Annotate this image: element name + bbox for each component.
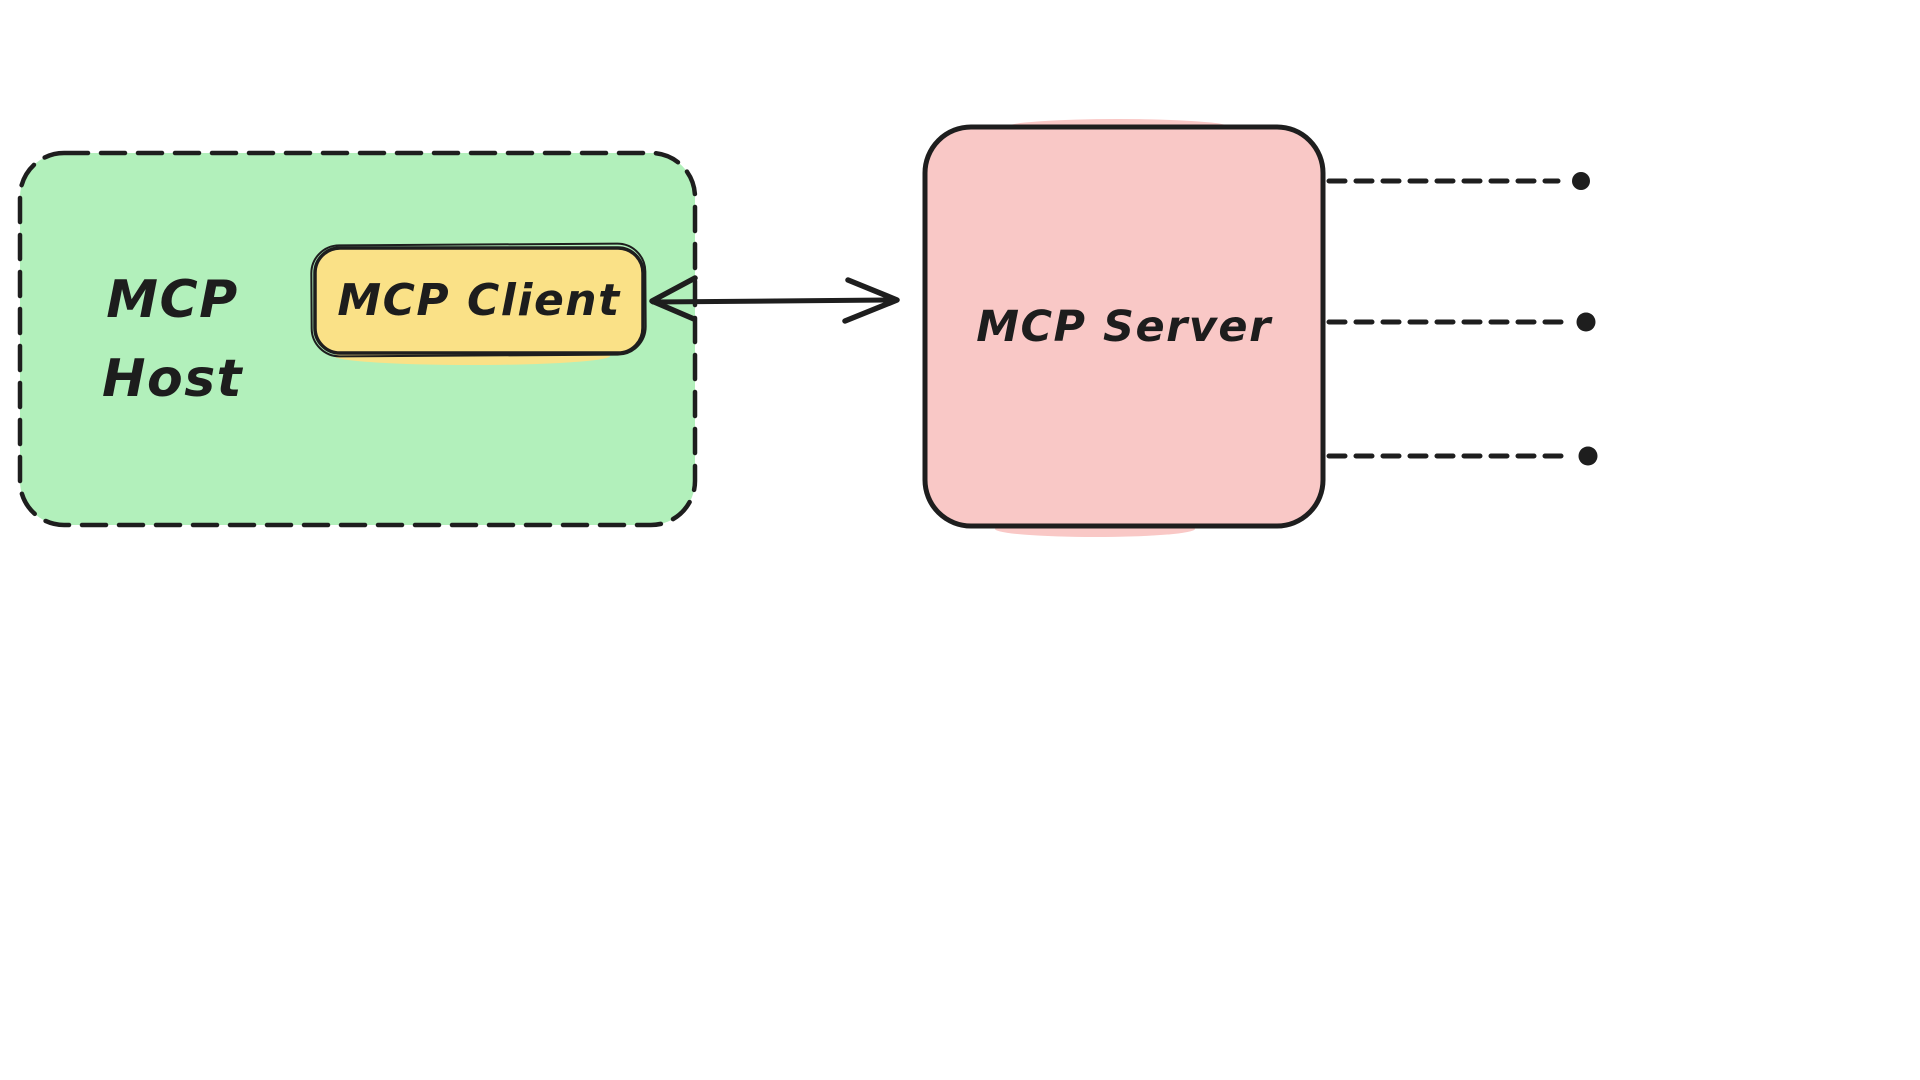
mcp-client-box-outline — [310, 242, 647, 358]
mcp-server-label: MCP Server — [976, 301, 1272, 352]
arrow-shaft — [650, 297, 891, 305]
server-endpoint-connector-3 — [1326, 446, 1598, 466]
server-endpoint-connector-1 — [1326, 172, 1590, 190]
mcp-host-label: MCP Host — [101, 270, 244, 409]
server-endpoint-connector-2 — [1326, 312, 1596, 332]
mcp-client-label: MCP Client — [337, 275, 621, 326]
arrowhead-left-icon — [649, 275, 698, 322]
endpoint-dot-icon — [1572, 172, 1590, 190]
mcp-client-box — [313, 246, 645, 355]
endpoint-dot-icon — [1576, 312, 1596, 332]
mcp-server-box — [922, 124, 1326, 529]
endpoint-dot-icon — [1578, 446, 1598, 466]
arrowhead-right-icon — [842, 277, 900, 324]
client-server-arrow — [649, 275, 900, 324]
